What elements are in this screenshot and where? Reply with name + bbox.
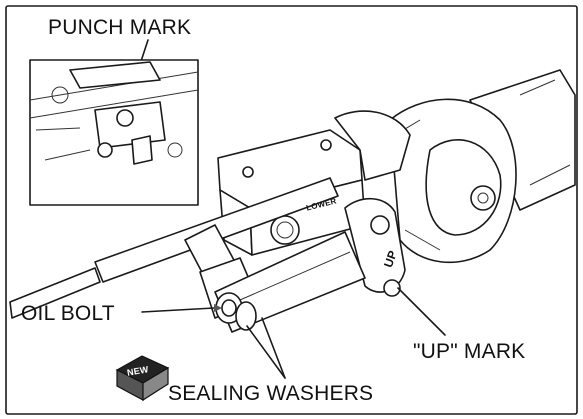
oil-bolt xyxy=(215,292,257,331)
sealing-washers-label: SEALING WASHERS xyxy=(168,382,374,405)
punch-mark-label: PUNCH MARK xyxy=(48,16,192,39)
outer-frame xyxy=(5,5,578,415)
switch-housing xyxy=(389,98,517,264)
up-mark-label: "UP" MARK xyxy=(413,340,526,363)
inset-detail xyxy=(29,59,199,206)
new-part-badge-icon xyxy=(115,355,170,402)
master-cylinder-holder xyxy=(344,197,406,297)
oil-bolt-label: OIL BOLT xyxy=(21,302,115,325)
